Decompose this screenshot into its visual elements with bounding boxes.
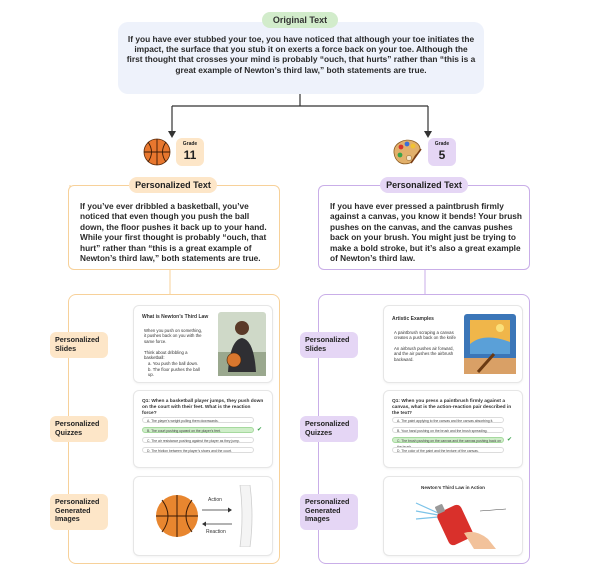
left-images-label: Personalized Generated Images bbox=[50, 494, 108, 530]
right-image-card: Newton’s Third Law in Action bbox=[383, 476, 523, 556]
quiz-option[interactable]: D. The friction between the player’s sho… bbox=[142, 447, 254, 453]
right-personalized-box bbox=[318, 185, 530, 270]
grade-label: Grade bbox=[182, 141, 198, 147]
right-images-label: Personalized Generated Images bbox=[300, 494, 358, 530]
quiz-option-selected[interactable]: C. The brush pushing on the canvas and t… bbox=[392, 437, 504, 449]
left-slides-label: Personalized Slides bbox=[50, 332, 108, 358]
original-text-box bbox=[118, 22, 484, 94]
right-quizzes-label: Personalized Quizzes bbox=[300, 416, 358, 442]
grade-badge-left: Grade 11 bbox=[176, 138, 204, 166]
basketball-icon bbox=[156, 495, 198, 537]
wall-surface-icon bbox=[239, 485, 253, 547]
reaction-label: Reaction bbox=[206, 529, 226, 535]
slide-bullet: b. The floor pushes the ball up. bbox=[148, 367, 200, 378]
quiz-option-selected[interactable]: B. The court pushing upward on the playe… bbox=[142, 427, 254, 433]
paint-palette-icon bbox=[393, 139, 422, 165]
slide-bullet: a. You push the ball down. bbox=[148, 361, 199, 366]
slide-bullet: A paintbrush scraping a canvas creates a… bbox=[394, 330, 456, 341]
quiz-question: Q1: When you press a paintbrush firmly a… bbox=[392, 399, 512, 416]
arrow-left-icon bbox=[202, 521, 232, 527]
quiz-option[interactable]: D. The color of the paint and the textur… bbox=[392, 447, 504, 453]
quiz-option[interactable]: C. The air resistance pushing against th… bbox=[142, 437, 254, 443]
basketball-icon bbox=[143, 138, 171, 166]
grade-label: Grade bbox=[434, 141, 450, 147]
slide-title: Artistic Examples bbox=[392, 316, 434, 322]
arrow-right-icon bbox=[202, 507, 232, 513]
quiz-option[interactable]: A. The player’s weight pulling them down… bbox=[142, 417, 254, 423]
slide-bullet: Think about dribbling a basketball: bbox=[144, 350, 188, 361]
basketball-player-photo bbox=[218, 312, 266, 376]
left-quizzes-label: Personalized Quizzes bbox=[50, 416, 108, 442]
painting-canvas-photo bbox=[464, 314, 516, 374]
left-personalized-label: Personalized Text bbox=[129, 177, 217, 193]
image-title: Newton’s Third Law in Action bbox=[421, 485, 485, 490]
right-slide-card: Artistic Examples A paintbrush scraping … bbox=[383, 305, 523, 383]
check-icon: ✔ bbox=[507, 437, 513, 443]
left-image-card: Action Reaction bbox=[133, 476, 273, 556]
slide-bullet: When you push on something, it pushes ba… bbox=[144, 328, 203, 344]
left-quiz-card: Q1: When a basketball player jumps, they… bbox=[133, 390, 273, 468]
right-personalized-text: If you have ever pressed a paintbrush fi… bbox=[330, 201, 522, 264]
slide-bullet: An airbrush pushes air forward, and the … bbox=[394, 346, 454, 362]
grade-value: 11 bbox=[183, 148, 197, 162]
slide-title: What is Newton’s Third Law bbox=[142, 314, 209, 320]
quiz-question: Q1: When a basketball player jumps, they… bbox=[142, 399, 264, 416]
original-text-label: Original Text bbox=[262, 12, 338, 28]
left-personalized-text: If you’ve ever dribbled a basketball, yo… bbox=[80, 201, 267, 264]
original-text: If you have ever stubbed your toe, you h… bbox=[126, 34, 476, 75]
left-slide-card: What is Newton’s Third Law When you push… bbox=[133, 305, 273, 383]
grade-badge-right: Grade 5 bbox=[428, 138, 456, 166]
spray-can-icon bbox=[415, 502, 507, 549]
quiz-option[interactable]: A. The paint applying to the canvas and … bbox=[392, 417, 504, 423]
right-quiz-card: Q1: When you press a paintbrush firmly a… bbox=[383, 390, 523, 468]
right-slides-label: Personalized Slides bbox=[300, 332, 358, 358]
action-label: Action bbox=[208, 497, 222, 503]
check-icon: ✔ bbox=[257, 427, 263, 433]
quiz-option[interactable]: B. Your hand pushing on the brush and th… bbox=[392, 427, 504, 433]
right-personalized-label: Personalized Text bbox=[380, 177, 468, 193]
grade-value: 5 bbox=[438, 148, 446, 162]
